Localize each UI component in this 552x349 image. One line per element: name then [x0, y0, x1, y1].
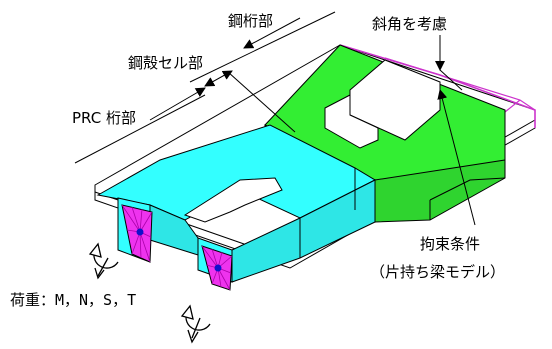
label-steel-girder: 鋼桁部	[228, 12, 273, 30]
load-symbol-left	[88, 242, 119, 280]
support-left-center	[136, 228, 144, 236]
label-prc-girder: PRC 桁部	[72, 109, 136, 127]
support-right-center	[214, 264, 222, 272]
label-constraint: 拘束条件	[420, 235, 480, 253]
support-right	[201, 245, 233, 291]
label-skew-angle: 斜角を考慮	[372, 15, 447, 33]
region-leaders	[74, 11, 476, 226]
label-constraint-note: （片持ち梁モデル）	[370, 263, 505, 281]
load-symbol-right	[180, 304, 211, 344]
label-loads: 荷重：M，N，S，T	[10, 291, 136, 309]
label-steel-shell-cell: 鋼殻セル部	[128, 54, 203, 72]
support-left	[121, 204, 153, 263]
